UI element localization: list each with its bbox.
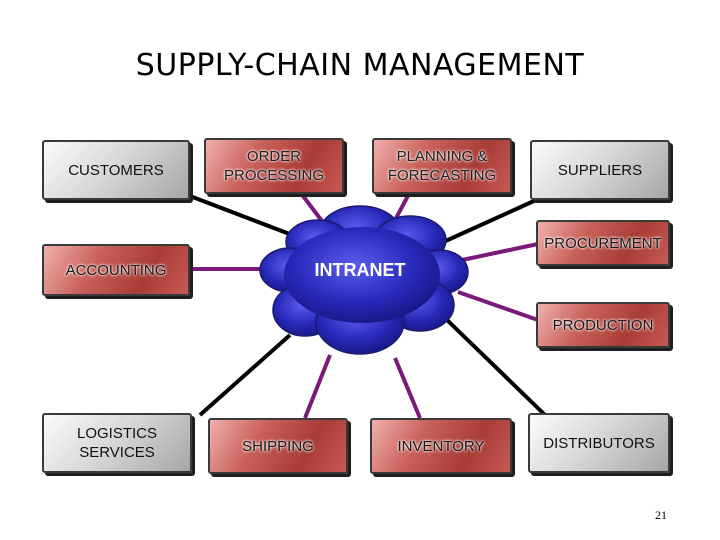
node-planning-forecasting[interactable]: PLANNING & FORECASTING: [372, 138, 512, 194]
node-production[interactable]: PRODUCTION: [536, 302, 670, 348]
intranet-cloud: [259, 205, 469, 355]
node-customers[interactable]: CUSTOMERS: [42, 140, 190, 200]
node-accounting[interactable]: ACCOUNTING: [42, 244, 190, 296]
page-title: SUPPLY-CHAIN MANAGEMENT: [135, 48, 585, 83]
intranet-label: INTRANET: [314, 260, 406, 280]
link-logistics: [198, 333, 292, 417]
node-logistics-services[interactable]: LOGISTICS SERVICES: [42, 413, 192, 473]
link-distributors: [443, 316, 547, 417]
node-planning-forecasting-label: PLANNING & FORECASTING: [387, 148, 497, 184]
link-shipping: [303, 354, 332, 419]
node-order-processing-label: ORDER PROCESSING: [223, 148, 325, 184]
link-suppliers: [429, 194, 546, 250]
page-number: 21: [655, 508, 667, 522]
node-inventory[interactable]: INVENTORY: [370, 418, 512, 474]
node-distributors[interactable]: DISTRIBUTORS: [528, 413, 670, 473]
link-customers: [189, 194, 301, 240]
node-logistics-services-label: LOGISTICS SERVICES: [76, 425, 158, 461]
link-planning: [393, 191, 412, 221]
node-suppliers[interactable]: SUPPLIERS: [530, 140, 670, 200]
link-inventory: [393, 357, 422, 419]
node-shipping[interactable]: SHIPPING: [208, 418, 348, 474]
link-production: [457, 290, 539, 322]
link-procurement: [461, 242, 539, 262]
node-order-processing[interactable]: ORDER PROCESSING: [204, 138, 344, 194]
node-procurement[interactable]: PROCUREMENT: [536, 220, 670, 266]
